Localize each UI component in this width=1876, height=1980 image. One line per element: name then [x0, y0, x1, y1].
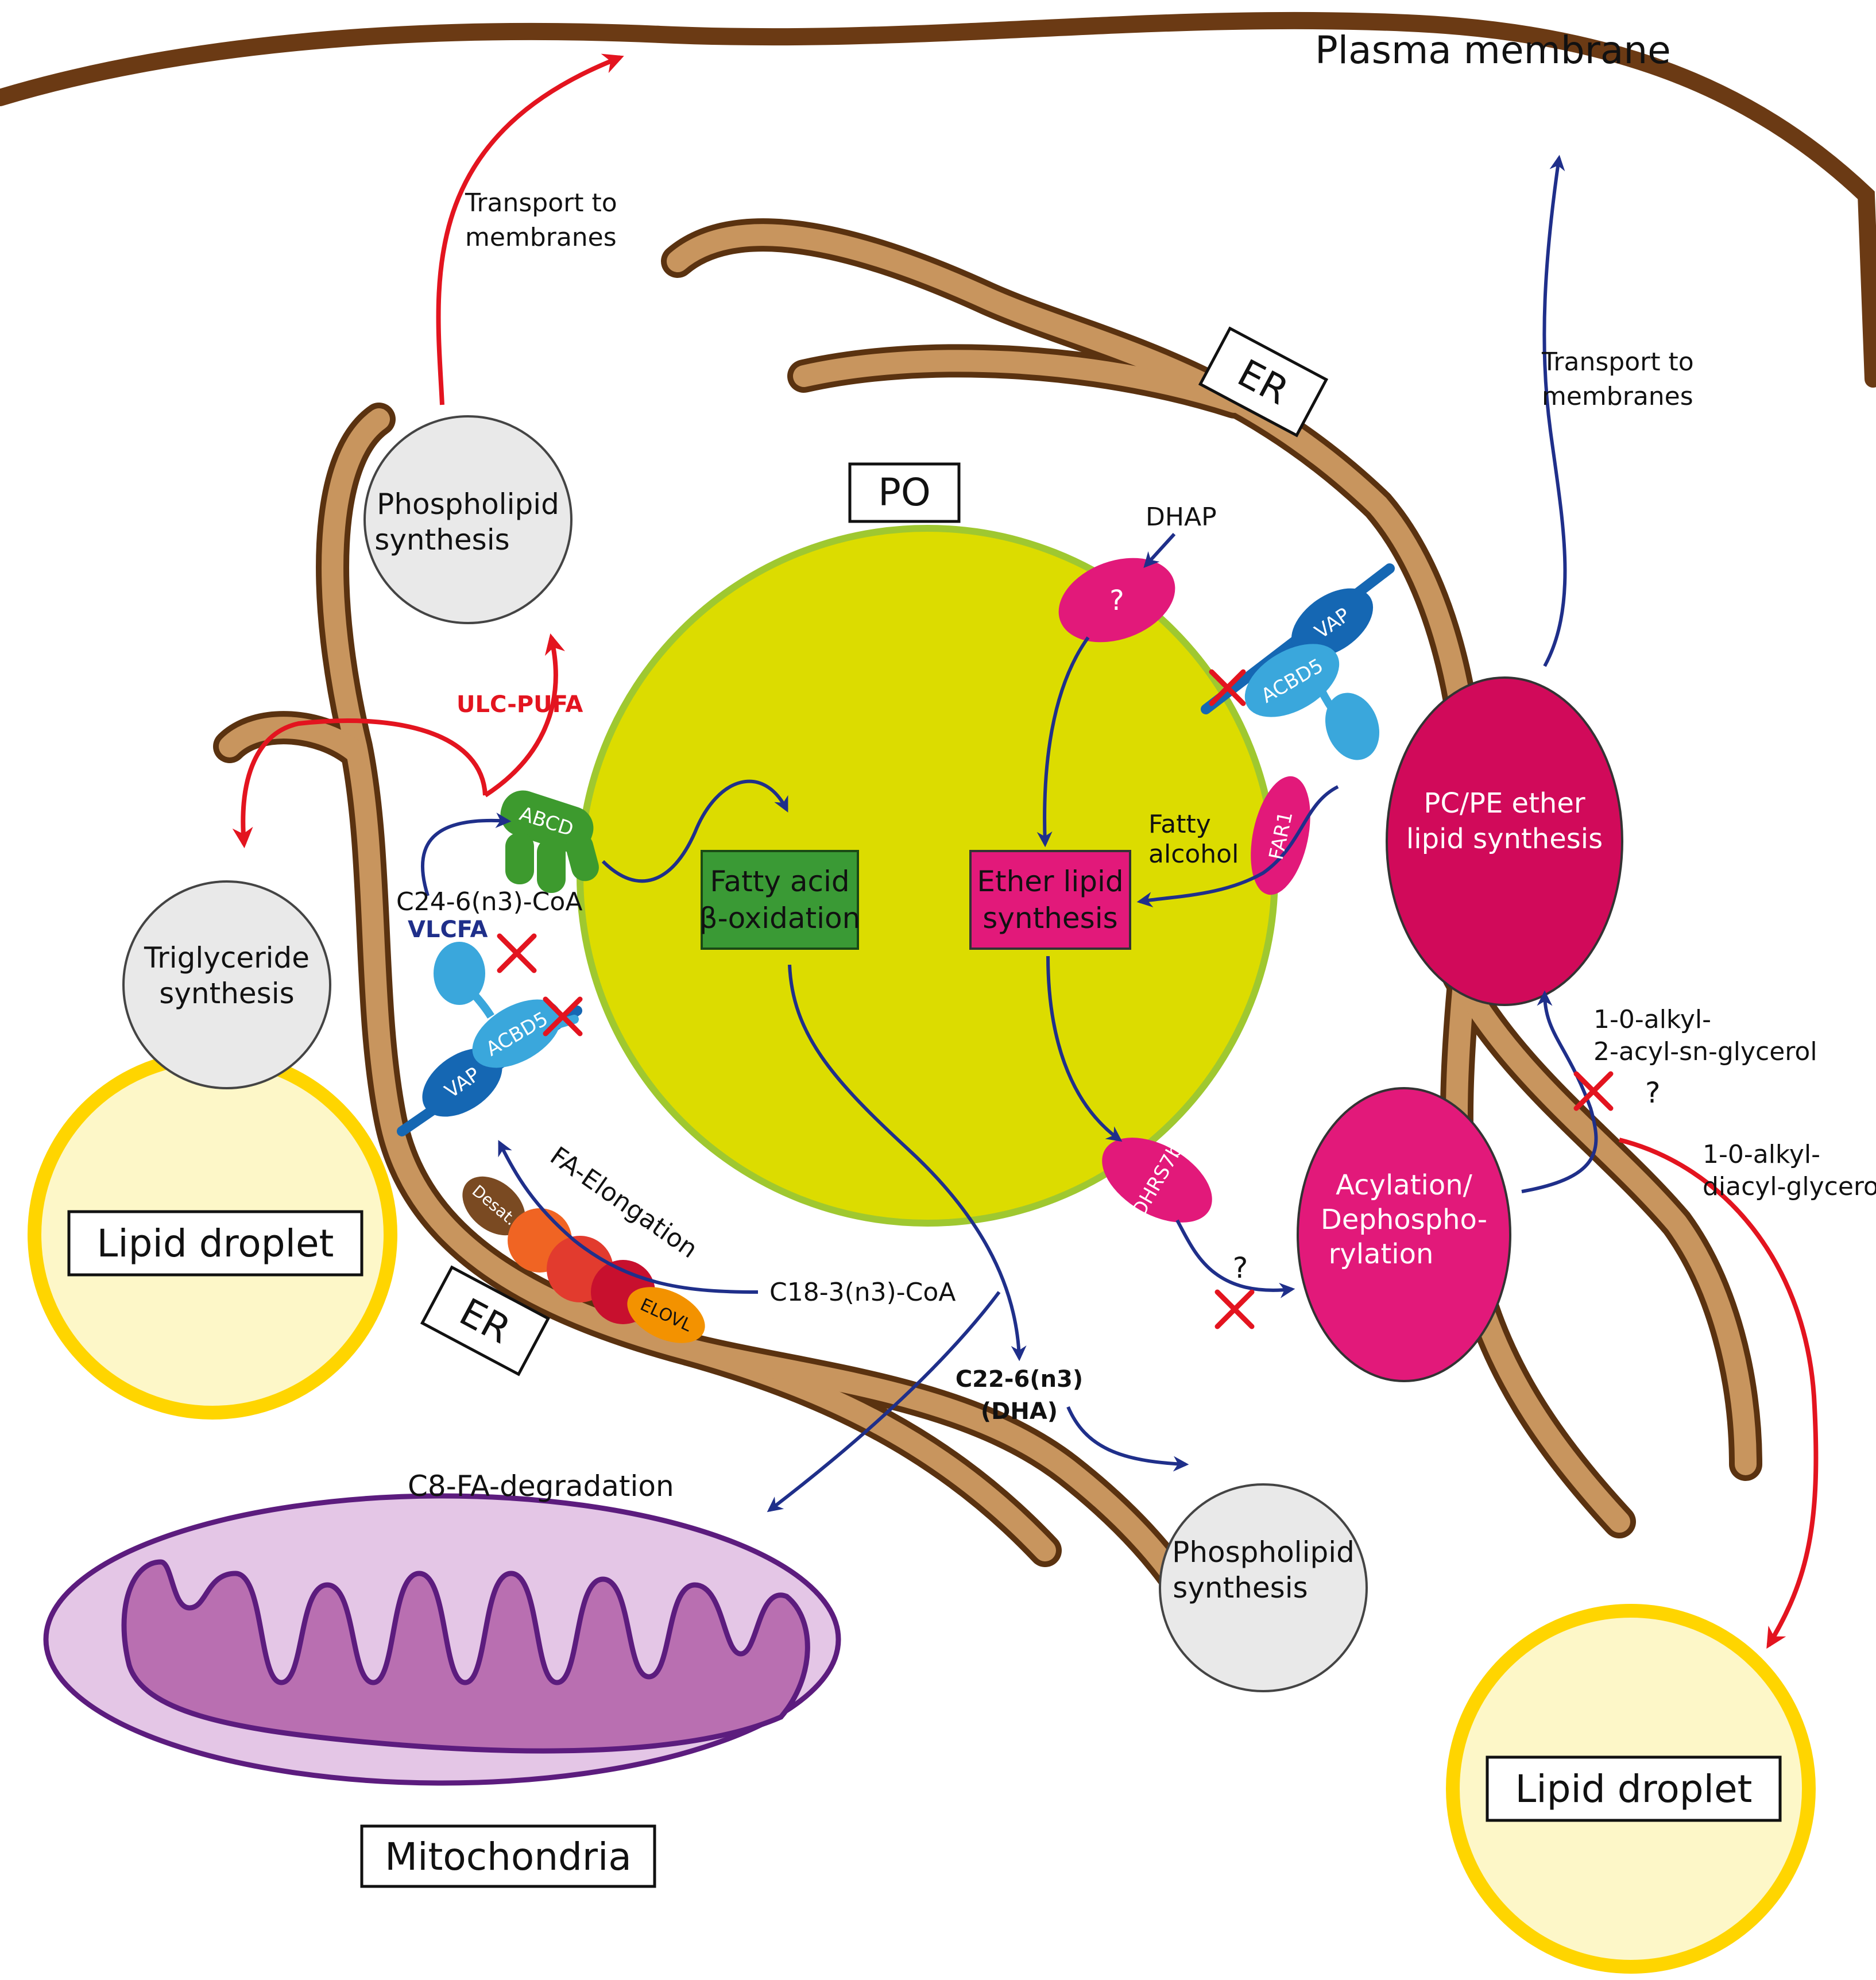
phospholipid-synthesis-bottom [1159, 1483, 1368, 1692]
acbd5-vap-complex-right [1201, 563, 1395, 760]
phospholipid-synthesis-top [363, 415, 573, 624]
lipid-droplet-left-label: Lipid droplet [97, 1221, 334, 1266]
arrow-ulc-pufa-to-triglyceride [232, 718, 488, 849]
x-mark-vlcfa [497, 933, 537, 973]
triglyceride-synthesis [122, 880, 331, 1089]
x-mark-acbd5-right [1209, 669, 1246, 706]
arrow-c18-elongation [498, 1140, 759, 1294]
abcd-transporter [500, 790, 599, 893]
x-mark-alkyl-acyl [1573, 1071, 1614, 1111]
acylation-label: Acylation/Dephospho-rylation [1321, 1169, 1487, 1270]
arrow-dhrs7b-to-acylation [1175, 1219, 1295, 1298]
arrow-vlcfa-into-abcd [420, 813, 512, 896]
alkyl-acyl-label: 1-0-alkyl-2-acyl-sn-glycerol [1593, 1005, 1817, 1066]
arrow-dha-to-phospholipid [1066, 1406, 1189, 1472]
x-mark-dhrs7b [1214, 1289, 1255, 1329]
ether-lipid-synthesis-box [969, 850, 1131, 950]
fatty-acid-beta-oxidation-box [701, 850, 859, 950]
c8-label: C8-FA-degradation [408, 1469, 674, 1503]
c18-label: C18-3(n3)-CoA [769, 1278, 956, 1307]
dhrs7b-enzyme [1102, 1138, 1212, 1223]
alkyl-diacyl-label: 1-0-alkyl-diacyl-glycerol [1703, 1140, 1876, 1201]
arrow-dha-to-mitochondria [767, 1291, 1001, 1513]
er-bottom-label-box [420, 1265, 551, 1376]
lipid-droplet-right-label-box [1486, 1755, 1782, 1822]
ulc-pufa-label: ULC-PUFA [457, 691, 583, 718]
arrow-phospholipid-to-plasma-membrane [436, 53, 624, 405]
plasma-membrane [0, 11, 1876, 388]
arrow-acylation-to-lipid-droplet [1619, 1138, 1819, 1649]
lipid-droplet-left-label-box [67, 1210, 363, 1277]
blue-pathway-arrows [420, 154, 1598, 1513]
arrow-ulc-pufa-to-phospholipid [483, 633, 566, 798]
arrow-ether-lipid-to-dhrs7b [1046, 956, 1123, 1142]
mitochondria-label: Mitochondria [385, 1835, 632, 1879]
red-pathway-arrows [232, 53, 1819, 1649]
arrow-beta-oxidation-to-dha [788, 964, 1027, 1362]
arrow-acylation-to-pcpe [1521, 990, 1598, 1193]
arrow-far1-to-ether-lipid [1136, 785, 1339, 908]
po-label-box [848, 462, 961, 523]
unknown-enzyme [1058, 558, 1175, 643]
far1-enzyme [1251, 776, 1310, 895]
acylation-dephosphorylation-node [1297, 1087, 1511, 1382]
vlcfa-label: VLCFA [408, 916, 488, 943]
dhap-label: DHAP [1146, 502, 1217, 532]
acbd5-vap-complex-left [397, 942, 582, 1136]
er-top-label-box [1198, 326, 1329, 438]
arrow-enzyme-to-ether-lipid [1036, 636, 1090, 848]
arrow-pcpe-to-plasma-membrane [1542, 154, 1567, 667]
unknown-enzyme-label: ? [1109, 585, 1124, 617]
arrow-dhap-to-enzyme [1143, 532, 1176, 568]
arrow-abcd-to-beta-oxidation [601, 779, 788, 883]
pcpe-ether-lipid-synthesis-node [1386, 676, 1623, 1006]
c24-label: C24-6(n3)-CoA [396, 887, 582, 916]
po-label: PO [878, 470, 931, 515]
inhibition-marks [497, 669, 1614, 1329]
plasma-membrane-label: Plasma membrane [1315, 28, 1671, 72]
dhrs7b-question-label: ? [1233, 1251, 1248, 1285]
c22-label: C22-6(n3)(DHA) [956, 1366, 1083, 1425]
lipid-droplet-right-label: Lipid droplet [1515, 1767, 1753, 1811]
peroxisome [577, 525, 1278, 1227]
alkyl-acyl-question-label: ? [1645, 1076, 1661, 1109]
mitochondria-label-box [360, 1824, 656, 1888]
x-mark-acbd5-left [543, 996, 583, 1037]
mitochondrion [43, 1493, 841, 1786]
